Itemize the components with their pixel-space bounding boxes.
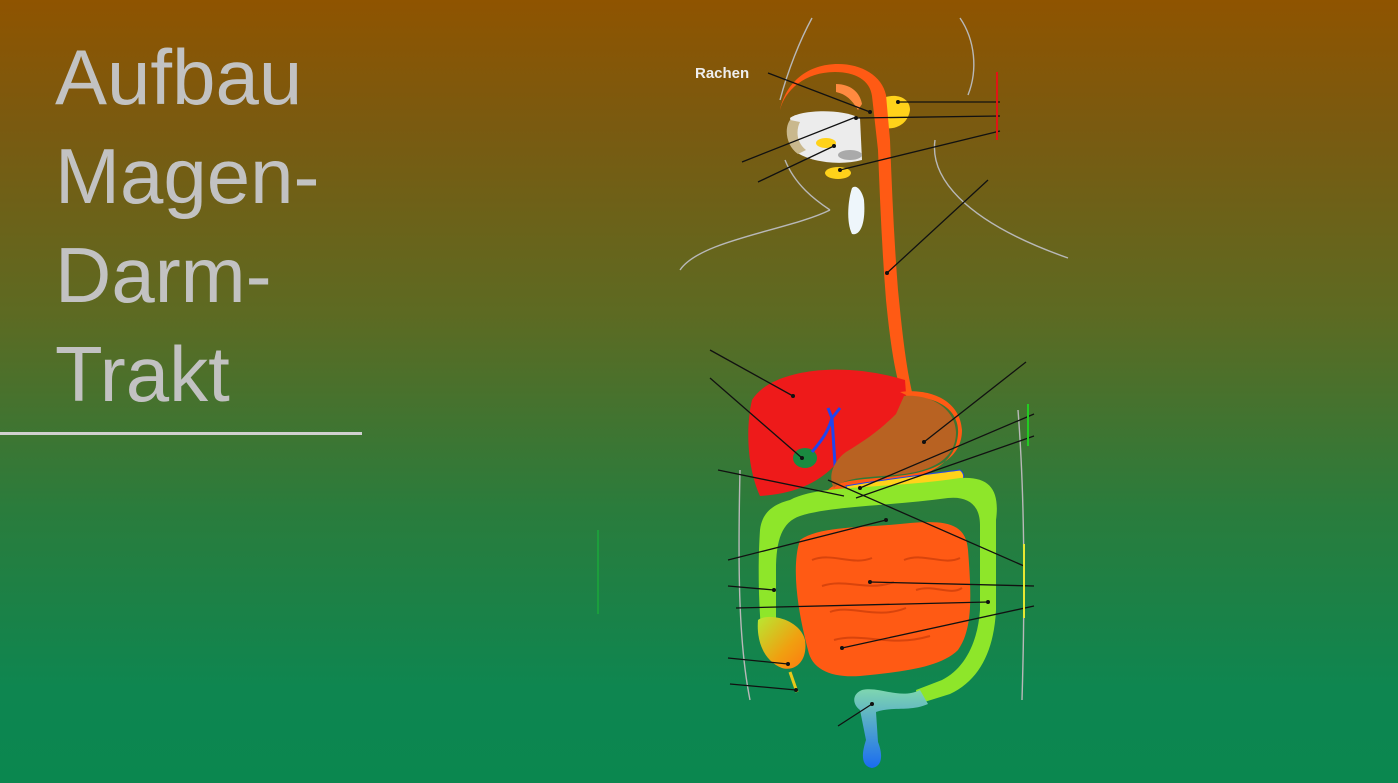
leader-dots bbox=[772, 100, 990, 706]
title-divider bbox=[0, 432, 362, 435]
esophagus bbox=[780, 64, 914, 400]
digestive-diagram-svg: Rachen bbox=[597, 17, 1069, 768]
title-line-1: Aufbau bbox=[55, 33, 303, 121]
trachea bbox=[848, 186, 865, 235]
title-line-2: Magen- bbox=[55, 132, 320, 220]
liver bbox=[748, 369, 908, 496]
label-rachen: Rachen bbox=[695, 65, 749, 82]
mouth-region bbox=[786, 111, 862, 163]
title-line-3: Darm- bbox=[55, 231, 272, 319]
digestive-tract-diagram: Rachen bbox=[590, 0, 1090, 783]
leader-lines bbox=[709, 72, 1035, 727]
rectum bbox=[854, 689, 928, 768]
small-intestine bbox=[795, 522, 971, 677]
gallbladder bbox=[793, 407, 842, 481]
slide-title: Aufbau Magen- Darm- Trakt bbox=[55, 28, 375, 424]
title-line-4: Trakt bbox=[55, 330, 230, 418]
stomach bbox=[831, 395, 956, 488]
